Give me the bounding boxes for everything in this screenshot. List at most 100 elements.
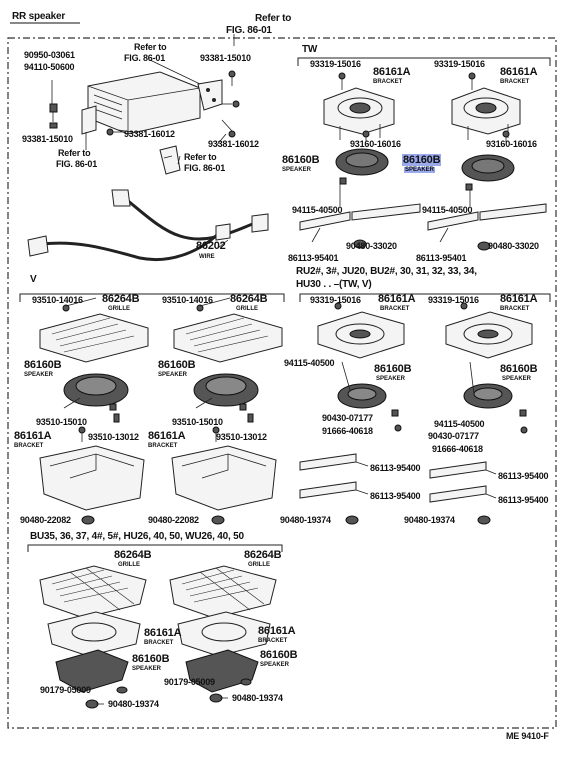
r-bracket-b: BRACKET (500, 306, 530, 312)
wire-bracket (159, 145, 181, 175)
r-screw-icons (334, 302, 528, 434)
screw-icons-topleft (49, 70, 240, 138)
tw-bracket-b: BRACKET (500, 79, 530, 85)
v-90480-22082-b: 90480-22082 (148, 515, 199, 525)
v-speaker-left (63, 373, 129, 411)
tw-group-bracket (297, 57, 551, 66)
bu35-group-bracket (27, 544, 283, 552)
section-tw: TW (302, 44, 318, 55)
r-90480-b: 90480-19374 (404, 515, 455, 525)
tw-86160b-a: 86160B (282, 154, 320, 166)
b-86161a-a: 86161A (144, 627, 182, 639)
b-speaker-left (55, 649, 129, 693)
b-86161a-b: 86161A (258, 625, 296, 637)
tw-93319-a: 93319-15016 (310, 59, 361, 69)
section-v: V (30, 274, 37, 285)
tw-bracket-a: BRACKET (373, 79, 403, 85)
b-90480-b: 90480-19374 (232, 693, 283, 703)
r-86113-b: 86113-95400 (370, 491, 421, 501)
footer-code: ME 9410-F (506, 731, 549, 741)
mounting-plate (197, 79, 223, 111)
tw-93160-a: 93160-16016 (350, 139, 401, 149)
v-grille-right (173, 313, 283, 363)
r-speaker-left (337, 383, 387, 409)
b-86264b-b: 86264B (244, 549, 282, 561)
b-90179-a: 90179-05009 (40, 685, 91, 695)
r-bracket-left (317, 311, 405, 359)
b-clip-icons (85, 678, 252, 709)
v-bracket-a: BRACKET (14, 443, 44, 449)
amplifier-unit (87, 71, 201, 135)
r-speaker-right (463, 383, 513, 409)
refer-top-label: Refer to (255, 13, 292, 24)
refer-label-1: Refer to (134, 42, 167, 52)
v-bracket-left (39, 445, 145, 511)
part-93381-15010-a: 93381-15010 (200, 53, 251, 63)
v-93510-14016-a: 93510-14016 (32, 295, 83, 305)
tw-bracket-right (451, 87, 521, 140)
refer-fig-1: FIG. 86-01 (124, 53, 166, 63)
v-speaker-a: SPEAKER (24, 372, 54, 378)
v-bracket-b: BRACKET (148, 443, 178, 449)
r-speaker-b: SPEAKER (502, 376, 532, 382)
v-grille-a: GRILLE (108, 306, 130, 312)
tw-speaker-a: SPEAKER (282, 167, 312, 173)
r-86113-c: 86113-95400 (498, 471, 549, 481)
v-93510-13012-b: 93510-13012 (216, 432, 267, 442)
b-bracket-b: BRACKET (258, 638, 288, 644)
refer-label-3: Refer to (184, 152, 217, 162)
b-speaker-b: SPEAKER (260, 662, 290, 668)
b-bracket-a: BRACKET (144, 640, 174, 646)
r-86161a-b: 86161A (500, 293, 538, 305)
r-93319-b: 93319-15016 (428, 295, 479, 305)
v-93510-13012-a: 93510-13012 (88, 432, 139, 442)
outer-frame (7, 37, 557, 729)
v-86160b-b: 86160B (158, 359, 196, 371)
refer-fig-2: FIG. 86-01 (56, 159, 98, 169)
wire-label: WIRE (199, 254, 215, 260)
v-86264b-a: 86264B (102, 293, 140, 305)
b-grille-b: GRILLE (248, 562, 270, 568)
tw-86160b-b-highlighted: 86160B (402, 154, 442, 166)
b-86264b-a: 86264B (114, 549, 152, 561)
r-91666-a: 91666-40618 (322, 426, 373, 436)
refer-label-2: Refer to (58, 148, 91, 158)
r-86160b-a: 86160B (374, 363, 412, 375)
tw-speaker-right (461, 154, 515, 191)
leader-lines (51, 34, 497, 705)
b-86160b-b: 86160B (260, 649, 298, 661)
part-93381-16012-b: 93381-16012 (208, 139, 259, 149)
r-cushion-strips (299, 453, 491, 525)
b-bracket-left (47, 611, 141, 657)
r-bracket-right (445, 311, 533, 359)
v-grille-left (39, 313, 149, 363)
r-91666-b: 91666-40618 (432, 444, 483, 454)
v-93510-15010-b: 93510-15010 (172, 417, 223, 427)
tw-94115-a: 94115-40500 (292, 205, 343, 215)
page-title: RR speaker (12, 11, 66, 22)
r-bracket-a: BRACKET (380, 306, 410, 312)
v-screw-icons (62, 304, 254, 525)
b-grille-right (169, 565, 277, 619)
tw-clip-icons (353, 239, 491, 251)
tw-93160-b: 93160-16016 (486, 139, 537, 149)
v-93510-15010-a: 93510-15010 (36, 417, 87, 427)
v-86161a-b: 86161A (148, 430, 186, 442)
v-group-bracket (19, 293, 285, 302)
part-86202: 86202 (196, 240, 226, 252)
v-86264b-b: 86264B (230, 293, 268, 305)
r-90480-a: 90480-19374 (280, 515, 331, 525)
r-93319-a: 93319-15016 (310, 295, 361, 305)
r-94115-a: 94115-40500 (284, 358, 335, 368)
tw-86113-a: 86113-95401 (288, 253, 339, 263)
b-speaker-right (185, 649, 259, 693)
b-90480-a: 90480-19374 (108, 699, 159, 709)
b-grille-left (39, 565, 147, 619)
wire-harness (27, 189, 269, 262)
section-bu35: BU35, 36, 37, 4#, 5#, HU26, 40, 50, WU26… (30, 531, 244, 542)
v-93510-14016-b: 93510-14016 (162, 295, 213, 305)
r-94115-b: 94115-40500 (434, 419, 485, 429)
r-86113-a: 86113-95400 (370, 463, 421, 473)
